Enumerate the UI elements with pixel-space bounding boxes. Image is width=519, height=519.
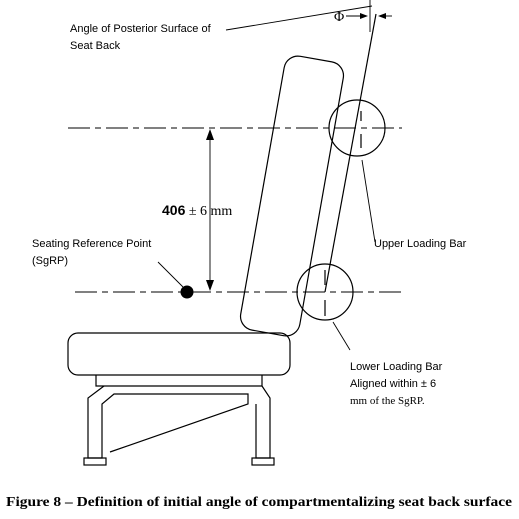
lower-bar-leader (332, 321, 351, 351)
upper-loading-bar (328, 99, 386, 157)
phi-arrows (346, 13, 392, 19)
upper-bar-label: Upper Loading Bar (374, 238, 467, 250)
dimension-value: 406 (162, 202, 186, 218)
lower-bar-label-line1: Lower Loading Bar (350, 361, 443, 373)
phi-symbol: Φ (334, 10, 344, 25)
posterior-surface-line (324, 13, 377, 293)
srp-label-line2: (SgRP) (32, 255, 68, 267)
figure-caption: Figure 8 – Definition of initial angle o… (6, 495, 512, 510)
upper-bar-leader (361, 159, 376, 243)
seat-cushion (67, 332, 291, 376)
srp-label-line1: Seating Reference Point (32, 238, 151, 250)
dimension-tolerance: ± 6 mm (185, 204, 232, 219)
lower-bar-label-line2: Aligned within ± 6 (350, 378, 436, 390)
srp-leader (157, 261, 184, 288)
angle-label-line2: Seat Back (70, 40, 121, 52)
angle-leader (225, 5, 373, 31)
seat-back (239, 55, 345, 337)
seating-reference-point (180, 285, 194, 299)
seat-frame (83, 375, 275, 466)
dimension-arrow (206, 129, 214, 291)
angle-label-line1: Angle of Posterior Surface of (70, 23, 212, 35)
lower-bar-label-line3: mm of the SgRP. (350, 395, 425, 407)
dimension-label: 406 ± 6 mm (162, 202, 232, 219)
lower-loading-bar (296, 263, 354, 321)
